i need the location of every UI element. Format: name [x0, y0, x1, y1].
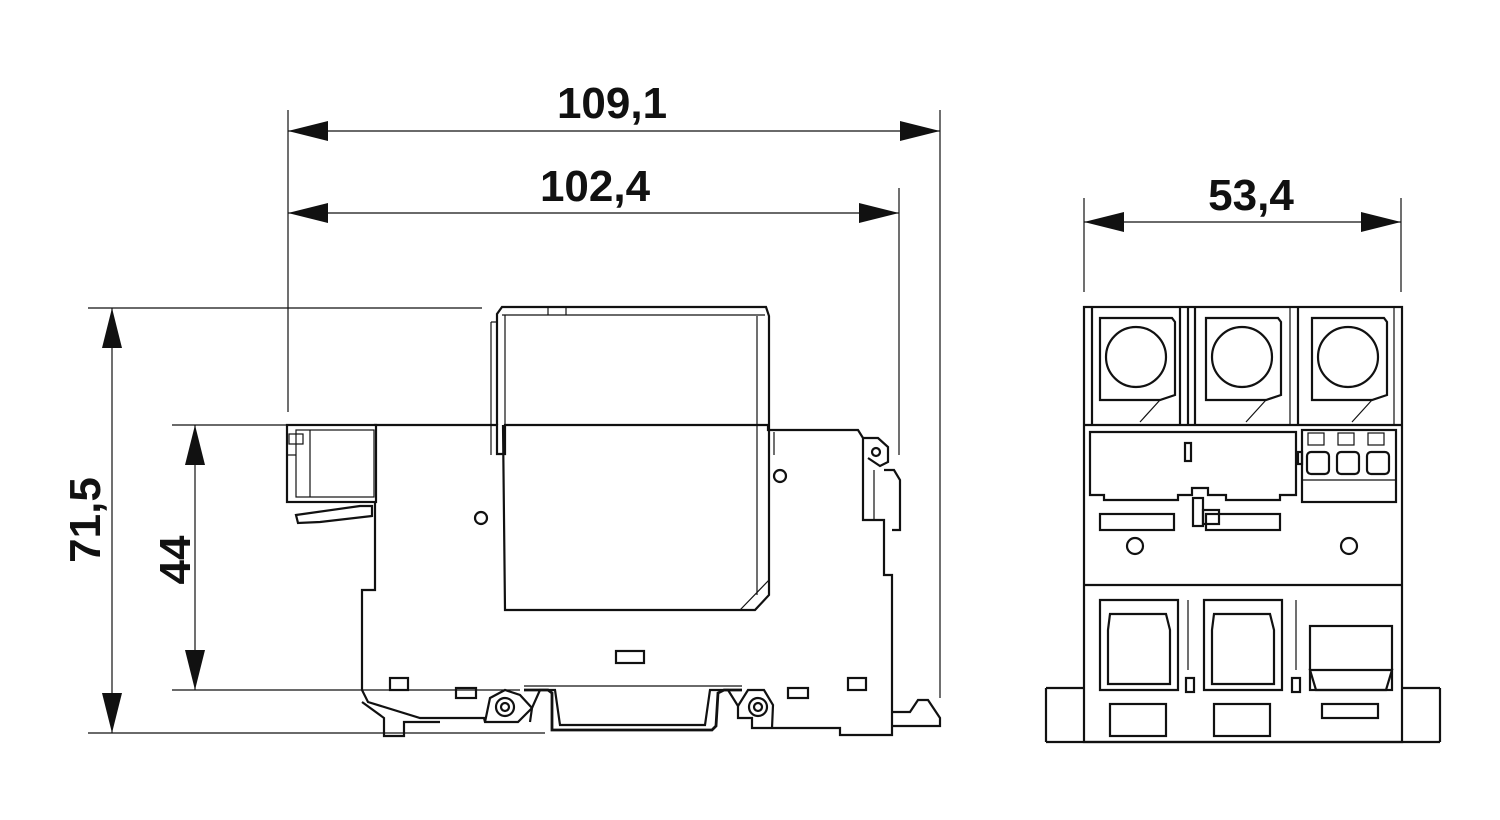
dimension-label-overall-height: 71,5 [61, 477, 110, 563]
terminal-column-2 [1186, 307, 1291, 425]
dimension-102-4: 102,4 [288, 162, 900, 455]
terminal-column-1 [1090, 307, 1182, 425]
terminal-column-3 [1296, 307, 1395, 425]
side-view [285, 305, 942, 738]
din-rail [524, 688, 742, 732]
foot-clip-right [737, 688, 775, 729]
front-housing-outline [1082, 305, 1404, 744]
dimension-label-housing-length: 102,4 [540, 162, 651, 211]
base-housing-outline [360, 423, 894, 737]
left-terminal-block [285, 423, 378, 525]
dimension-label-width: 53,4 [1208, 171, 1294, 220]
front-foot-2 [1202, 598, 1302, 738]
front-din-rail [1044, 686, 1442, 744]
latch-foot [892, 698, 942, 728]
front-foot-3 [1308, 624, 1394, 720]
mounting-hole-left [473, 510, 489, 526]
slot-center [614, 649, 646, 665]
release-lever [361, 701, 440, 738]
indicator-slot [1183, 441, 1193, 463]
dimension-53-4: 53,4 [1083, 171, 1402, 292]
dimension-71-5: 71,5 [61, 307, 545, 734]
dimension-109-1: 109,1 [287, 79, 941, 698]
front-hole-left [1125, 536, 1145, 556]
dimension-label-overall-length: 109,1 [557, 79, 667, 128]
front-view [1044, 305, 1442, 744]
dimension-label-mounting-height: 44 [151, 535, 200, 584]
signal-contact-block [1296, 428, 1398, 504]
plug-module-outline [495, 305, 771, 612]
front-hole-right [1339, 536, 1359, 556]
dimension-44: 44 [151, 424, 520, 691]
front-foot-1 [1098, 598, 1196, 738]
mounting-hole-right [772, 468, 788, 484]
foot-clip-left [483, 688, 534, 723]
right-latch [863, 436, 902, 532]
